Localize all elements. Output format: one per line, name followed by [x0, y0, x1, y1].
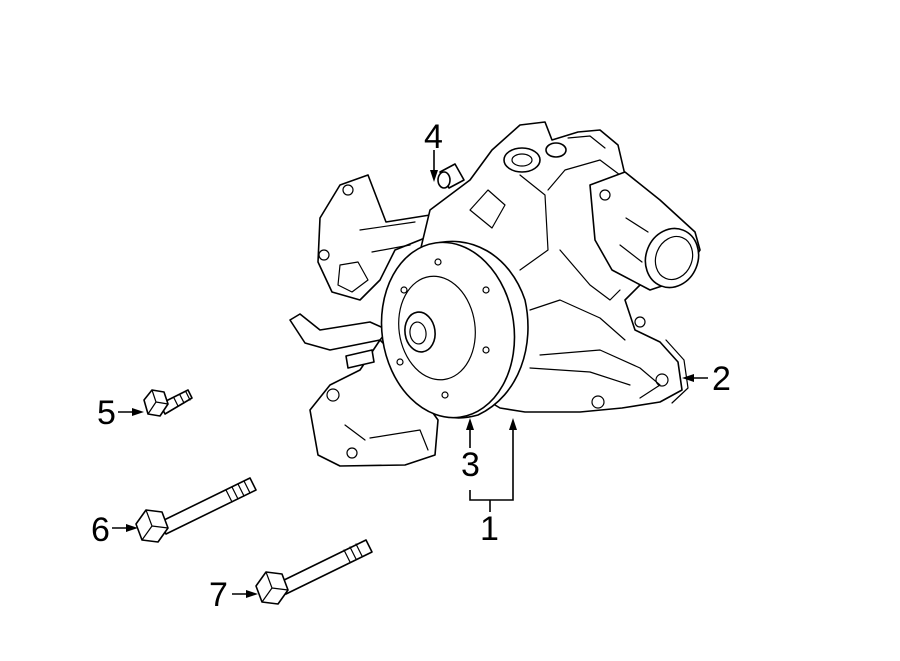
callout-1: 1 [480, 510, 499, 548]
callout-3: 3 [461, 446, 480, 484]
bolt-short [143, 389, 193, 417]
leader-lines [112, 150, 708, 598]
callout-7: 7 [209, 576, 228, 614]
bolt-medium [135, 477, 257, 543]
callout-5: 5 [97, 394, 116, 432]
callout-6: 6 [91, 511, 110, 549]
callout-2: 2 [712, 360, 731, 398]
bolt-long [255, 539, 373, 605]
callout-4: 4 [424, 118, 443, 156]
pulley-flange [380, 240, 529, 419]
